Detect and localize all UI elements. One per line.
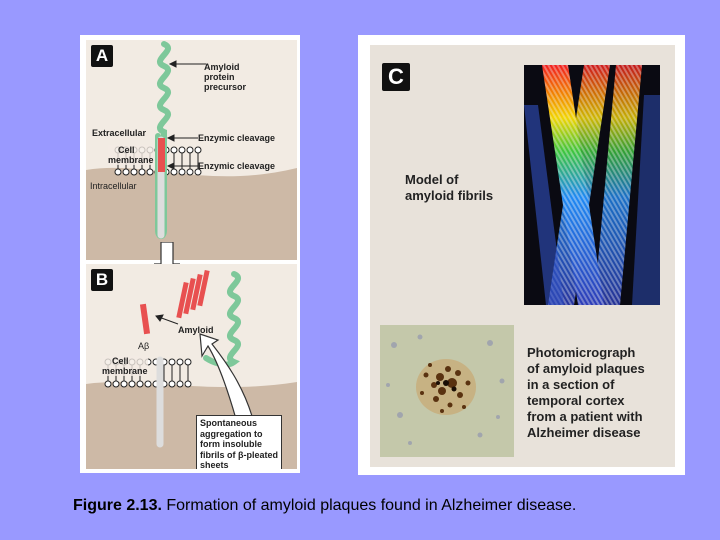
intracellular-region bbox=[86, 167, 297, 260]
panel-b: B Amyloid Aβ Cell membrane Spontaneous a… bbox=[86, 264, 297, 469]
label-line: membrane bbox=[102, 366, 148, 376]
label-spontaneous-aggregation: Spontaneous aggregation to form insolubl… bbox=[196, 415, 282, 469]
label-amyloid: Amyloid bbox=[178, 325, 214, 335]
label-enzymic-cleavage-top: Enzymic cleavage bbox=[198, 133, 276, 143]
pointer-arrows-b bbox=[155, 314, 179, 325]
amyloid-fibril-model-image bbox=[524, 65, 660, 305]
photomicrograph-image bbox=[380, 325, 514, 457]
label-amyloid-protein-precursor: Amyloid protein precursor bbox=[204, 62, 246, 92]
label-line: in a section of bbox=[527, 377, 615, 392]
panel-a-drawing bbox=[86, 41, 297, 260]
label-line: amyloid fibrils bbox=[405, 188, 494, 203]
caption-text: Formation of amyloid plaques found in Al… bbox=[161, 497, 577, 514]
label-line: from a patient with bbox=[527, 409, 643, 424]
label-intracellular: Intracellular bbox=[90, 181, 137, 191]
label-cell-membrane-a: Cell membrane bbox=[108, 145, 154, 165]
app-coil-b bbox=[203, 271, 241, 368]
label-line: temporal cortex bbox=[527, 393, 625, 408]
figure-panel-left: A Amyloid protein precursor Extracellula… bbox=[80, 35, 300, 473]
panel-a: A Amyloid protein precursor Extracellula… bbox=[86, 40, 297, 260]
figure-caption: Figure 2.13. Formation of amyloid plaque… bbox=[73, 497, 693, 515]
label-photomicrograph: Photomicrograph of amyloid plaques in a … bbox=[527, 345, 645, 441]
panel-b-letter: B bbox=[91, 269, 113, 291]
figure-panel-right: C bbox=[358, 35, 685, 475]
label-extracellular: Extracellular bbox=[92, 128, 147, 138]
abeta-segment-a bbox=[158, 138, 165, 172]
label-line: Model of bbox=[405, 172, 459, 187]
abeta-fragment bbox=[139, 303, 151, 335]
pointer-arrows-a bbox=[166, 60, 206, 170]
label-line: fibrils of β-pleated bbox=[200, 449, 278, 460]
label-cell-membrane-b: Cell membrane bbox=[102, 356, 148, 376]
label-model-of-amyloid-fibrils: Model of amyloid fibrils bbox=[405, 172, 493, 204]
photomicrograph-drawing bbox=[380, 325, 514, 457]
panel-c-letter: C bbox=[382, 63, 410, 91]
label-line: Photomicrograph bbox=[527, 345, 636, 360]
label-line: membrane bbox=[108, 155, 154, 165]
label-line: precursor bbox=[204, 82, 247, 92]
label-line: Cell bbox=[118, 145, 135, 155]
label-line: sheets bbox=[200, 460, 229, 469]
label-line: protein bbox=[204, 72, 235, 82]
label-abeta: Aβ bbox=[138, 341, 150, 351]
label-line: form insoluble bbox=[200, 439, 263, 449]
caption-prefix: Figure 2.13. bbox=[73, 497, 162, 514]
label-line: Alzheimer disease bbox=[527, 425, 641, 440]
amyloid-fibrils-b bbox=[176, 269, 210, 319]
label-line: Cell bbox=[112, 356, 129, 366]
aggregation-arrow bbox=[199, 333, 253, 420]
label-enzymic-cleavage-bottom: Enzymic cleavage bbox=[198, 161, 276, 171]
label-line: aggregation to bbox=[200, 428, 263, 439]
panel-a-letter: A bbox=[91, 45, 113, 67]
panel-c: C bbox=[370, 45, 675, 467]
label-line: Amyloid bbox=[204, 62, 240, 72]
label-line: Spontaneous bbox=[200, 418, 258, 428]
fibril-model-drawing bbox=[524, 65, 660, 305]
label-line: of amyloid plaques bbox=[527, 361, 645, 376]
